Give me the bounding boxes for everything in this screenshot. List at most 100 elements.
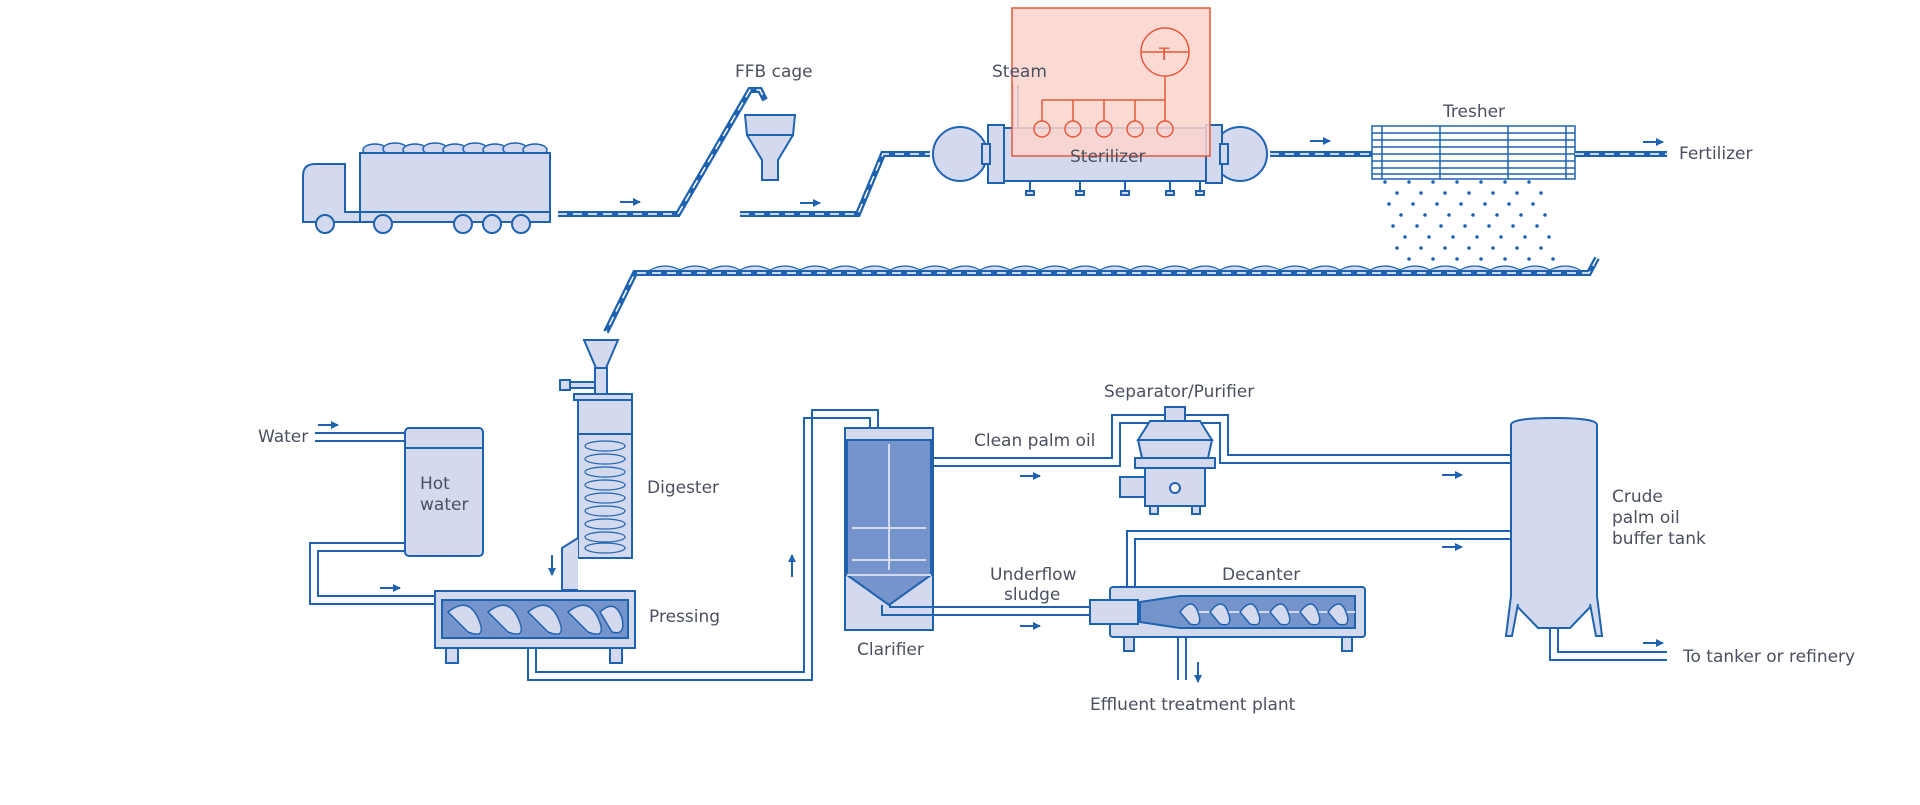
falling-fruit-dots (1383, 180, 1555, 261)
fruit-dot (1511, 224, 1515, 228)
fruit-dot (1547, 235, 1551, 239)
fruit-dot (1383, 180, 1387, 184)
fruit-dot (1479, 180, 1483, 184)
digester-label: Digester (647, 478, 719, 498)
water-inlet-pipe (315, 432, 405, 442)
temperature-control-highlight (1011, 7, 1211, 157)
tresher-unit (1371, 125, 1576, 180)
fruit-dot (1531, 202, 1535, 206)
fruit-dot (1431, 180, 1435, 184)
decanter-screw (1179, 603, 1349, 626)
ffb-cage-label: FFB cage (735, 62, 813, 82)
hot-water-label-line1: Hot (420, 474, 450, 494)
press-to-clarifier-pipe (527, 409, 879, 681)
fruit-dot (1515, 246, 1519, 250)
fruit-dot (1447, 213, 1451, 217)
clarifier-label: Clarifier (857, 640, 924, 660)
fruit-dot (1403, 235, 1407, 239)
separator-purifier (1119, 406, 1216, 515)
fruit-dot (1523, 235, 1527, 239)
fruit-dot (1527, 257, 1531, 261)
fruit-dot (1443, 191, 1447, 195)
fertilizer-label: Fertilizer (1679, 144, 1753, 164)
clarifier-tank (844, 427, 934, 631)
steam-label: Steam (992, 62, 1047, 82)
crude-label-line2: palm oil (1612, 508, 1680, 528)
fruit-dot (1543, 213, 1547, 217)
fruit-dot (1539, 191, 1543, 195)
crude-label-line1: Crude (1612, 487, 1663, 507)
underflow-pipe (881, 605, 1090, 616)
fruit-dot (1519, 213, 1523, 217)
hot-water-pipe (309, 542, 435, 605)
ffb-cage-icon (743, 114, 797, 181)
fruit-dot (1495, 213, 1499, 217)
effluent-pipe (1177, 637, 1187, 680)
tresher-label: Tresher (1442, 102, 1505, 122)
fruit-dot (1475, 235, 1479, 239)
fruit-dot (1471, 213, 1475, 217)
fruit-dot (1419, 246, 1423, 250)
truck-icon (302, 142, 551, 234)
pressing-label: Pressing (649, 607, 720, 627)
fruit-dot (1539, 246, 1543, 250)
conveyor-2 (740, 151, 930, 217)
fruit-dot (1415, 224, 1419, 228)
fruit-dot (1399, 213, 1403, 217)
tanker-label: To tanker or refinery (1682, 647, 1855, 667)
fruit-dot (1395, 191, 1399, 195)
fruit-dot (1419, 191, 1423, 195)
fruit-dot (1491, 191, 1495, 195)
fruit-dot (1459, 202, 1463, 206)
fruit-dot (1467, 246, 1471, 250)
fruit-dot (1507, 202, 1511, 206)
fruit-dot (1455, 180, 1459, 184)
fruit-dot (1483, 202, 1487, 206)
water-label: Water (258, 427, 308, 447)
fruit-dot (1443, 246, 1447, 250)
fruit-dot (1479, 257, 1483, 261)
conveyor-1 (558, 87, 768, 217)
fruit-dot (1407, 180, 1411, 184)
fruit-on-conveyor (649, 265, 1581, 271)
fruit-dot (1439, 224, 1443, 228)
fruit-dot (1551, 257, 1555, 261)
fruit-dot (1391, 224, 1395, 228)
hot-water-tank (404, 427, 484, 557)
hot-water-label-line2: water (420, 495, 468, 515)
fruit-dot (1411, 202, 1415, 206)
conveyor-long (603, 256, 1600, 334)
decanter-to-tank-pipe (1126, 530, 1511, 590)
fruit-dot (1423, 213, 1427, 217)
press-screw-flights (446, 604, 624, 635)
fruit-dot (1463, 224, 1467, 228)
fruit-dot (1515, 191, 1519, 195)
fruit-dot (1427, 235, 1431, 239)
effluent-label: Effluent treatment plant (1090, 695, 1296, 715)
underflow-label-line1: Underflow (990, 565, 1077, 585)
fruit-dot (1451, 235, 1455, 239)
fruit-dot (1487, 224, 1491, 228)
fruit-dot (1387, 202, 1391, 206)
fruit-dot (1431, 257, 1435, 261)
clean-palm-oil-label: Clean palm oil (974, 431, 1095, 451)
tanker-outlet-pipe (1549, 628, 1667, 661)
crude-label-line3: buffer tank (1612, 529, 1706, 549)
fruit-dot (1503, 180, 1507, 184)
separator-label: Separator/Purifier (1104, 382, 1254, 402)
sterilizer-label: Sterilizer (1070, 147, 1145, 167)
crude-oil-buffer-tank (1504, 416, 1604, 637)
fruit-dot (1499, 235, 1503, 239)
fruit-dot (1467, 191, 1471, 195)
fruit-dot (1535, 224, 1539, 228)
digester-coil (584, 440, 626, 554)
decanter-label: Decanter (1222, 565, 1300, 585)
fruit-dot (1503, 257, 1507, 261)
fruit-dot (1407, 257, 1411, 261)
fruit-dot (1527, 180, 1531, 184)
fruit-dot (1491, 246, 1495, 250)
underflow-label-line2: sludge (1004, 585, 1060, 605)
fruit-dot (1395, 246, 1399, 250)
